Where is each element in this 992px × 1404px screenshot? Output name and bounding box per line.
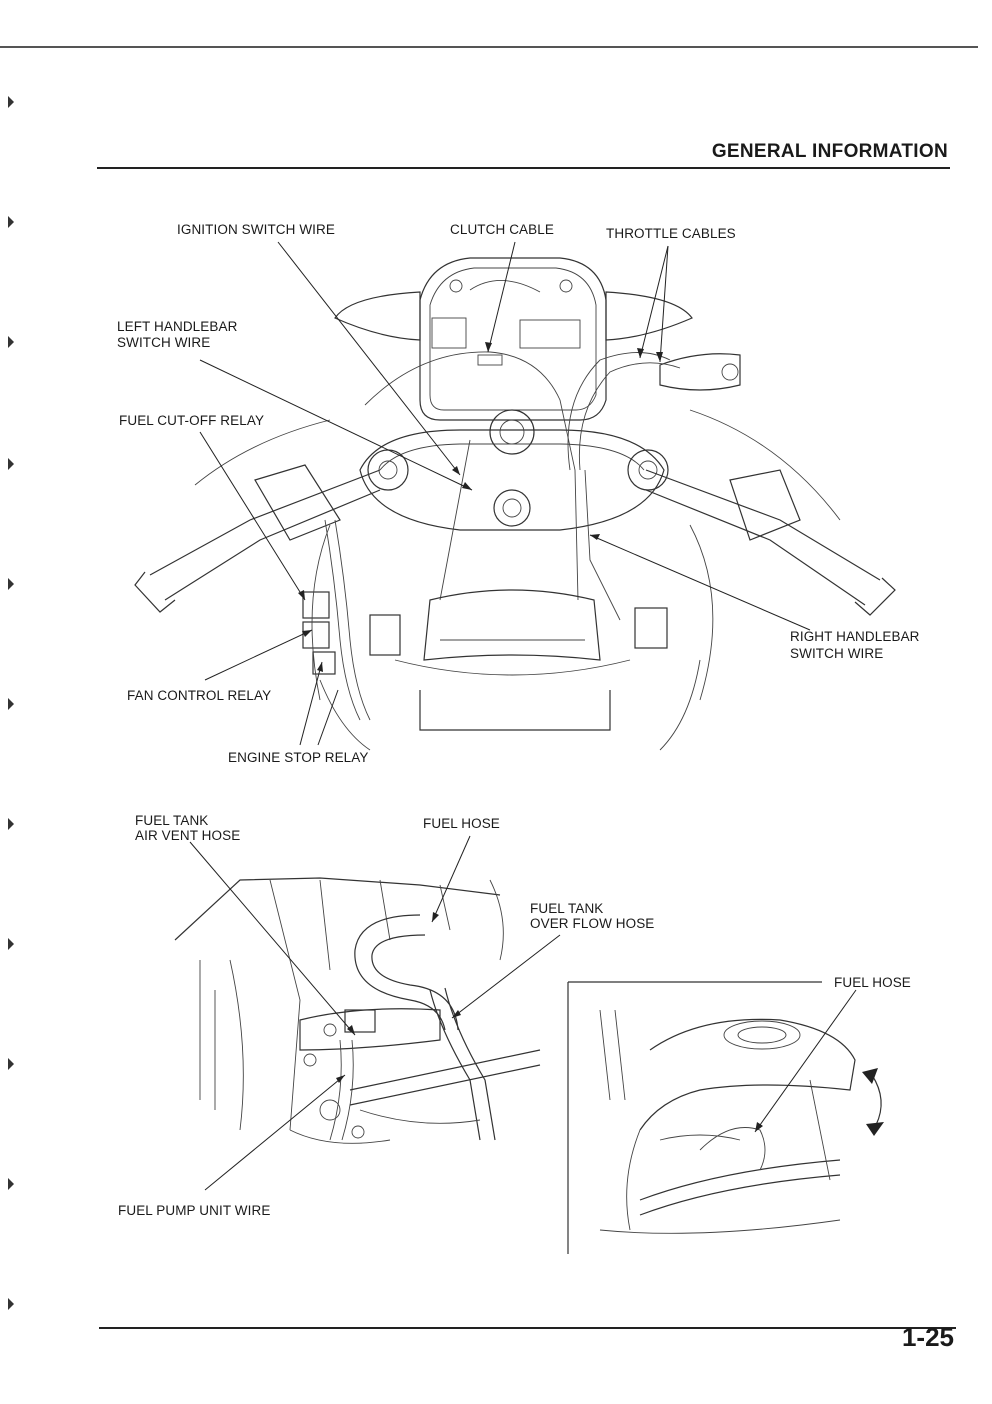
section-title: GENERAL INFORMATION <box>711 141 948 162</box>
handlebar-assembly-drawing <box>134 257 896 751</box>
top-figure-leaders <box>199 241 811 746</box>
label-engine-stop-relay: ENGINE STOP RELAY <box>228 750 369 765</box>
margin-marker-icon <box>8 1178 14 1190</box>
label-right-handlebar-switch-wire-line2: SWITCH WIRE <box>790 646 884 661</box>
label-fuel-tank-over-flow-hose-line2: OVER FLOW HOSE <box>530 916 655 931</box>
margin-marker-icon <box>8 818 14 830</box>
label-fuel-tank-air-vent-hose-line1: FUEL TANK <box>135 813 209 828</box>
label-inset-fuel-hose: FUEL HOSE <box>834 975 911 990</box>
label-fuel-hose: FUEL HOSE <box>423 816 500 831</box>
margin-marker-icon <box>8 698 14 710</box>
bottom-figure-leaders <box>189 835 561 1191</box>
label-fan-control-relay: FAN CONTROL RELAY <box>127 688 272 703</box>
tank-lifted-drawing <box>599 1009 884 1234</box>
margin-marker-icon <box>8 578 14 590</box>
margin-marker-icon <box>8 1298 14 1310</box>
fuel-pump-area-drawing <box>174 877 541 1144</box>
margin-marker-icon <box>8 938 14 950</box>
label-fuel-tank-over-flow-hose-line1: FUEL TANK <box>530 901 604 916</box>
footer-rule <box>99 1327 956 1329</box>
margin-marker-icon <box>8 1058 14 1070</box>
label-throttle-cables: THROTTLE CABLES <box>606 226 736 241</box>
margin-marker-icon <box>8 336 14 348</box>
header-rule <box>97 167 950 169</box>
page-number: 1-25 <box>901 1322 954 1352</box>
margin-marker-icon <box>8 458 14 470</box>
inset-frame <box>567 981 822 1254</box>
label-fuel-cutoff-relay: FUEL CUT-OFF RELAY <box>119 413 265 428</box>
margin-marker-icon <box>8 96 14 108</box>
label-clutch-cable: CLUTCH CABLE <box>450 222 554 237</box>
label-ignition-switch-wire: IGNITION SWITCH WIRE <box>177 222 335 237</box>
label-left-handlebar-switch-wire-line2: SWITCH WIRE <box>117 335 211 350</box>
label-right-handlebar-switch-wire-line1: RIGHT HANDLEBAR <box>790 629 920 644</box>
label-left-handlebar-switch-wire-line1: LEFT HANDLEBAR <box>117 319 238 334</box>
inset-leaders <box>754 989 857 1133</box>
label-fuel-tank-air-vent-hose-line2: AIR VENT HOSE <box>135 828 241 843</box>
margin-marker-icon <box>8 216 14 228</box>
top-edge-rule <box>0 46 978 48</box>
label-fuel-pump-unit-wire: FUEL PUMP UNIT WIRE <box>118 1203 271 1218</box>
